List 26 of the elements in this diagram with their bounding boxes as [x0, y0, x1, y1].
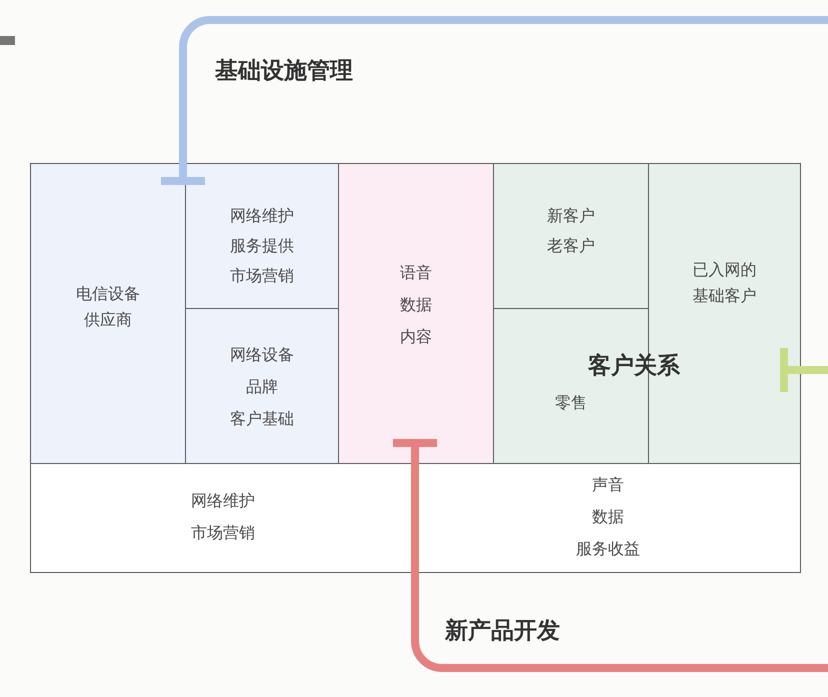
cell-text: 已入网的基础客户 — [691, 259, 758, 307]
cell-text: 服务提供 — [230, 236, 294, 256]
table-cell — [30, 163, 186, 464]
cell-text: 声音 — [592, 475, 624, 495]
cell-text: 品牌 — [246, 377, 278, 397]
edge-label: 新产品开发 — [445, 616, 560, 646]
cell-text: 市场营销 — [230, 266, 294, 286]
cell-text: 数据 — [400, 295, 432, 315]
cell-text: 网络维护 — [230, 206, 294, 226]
cell-text: 市场营销 — [191, 523, 255, 543]
cell-text: 网络设备 — [230, 345, 294, 365]
cell-text: 内容 — [400, 327, 432, 347]
table-cell — [338, 163, 494, 464]
edge-label: 基础设施管理 — [215, 56, 353, 86]
table-cell — [185, 308, 339, 464]
cell-text: 新客户 — [547, 206, 595, 226]
table-cell — [493, 163, 649, 309]
cell-text: 电信设备供应商 — [74, 283, 141, 331]
cell-text: 数据 — [592, 507, 624, 527]
cell-text: 客户基础 — [230, 409, 294, 429]
cell-text: 服务收益 — [576, 539, 640, 559]
cell-text: 语音 — [400, 263, 432, 283]
table-cell — [185, 163, 339, 309]
cell-text: 老客户 — [547, 236, 595, 256]
cell-text: 零售 — [555, 393, 587, 413]
cell-text: 网络维护 — [191, 491, 255, 511]
